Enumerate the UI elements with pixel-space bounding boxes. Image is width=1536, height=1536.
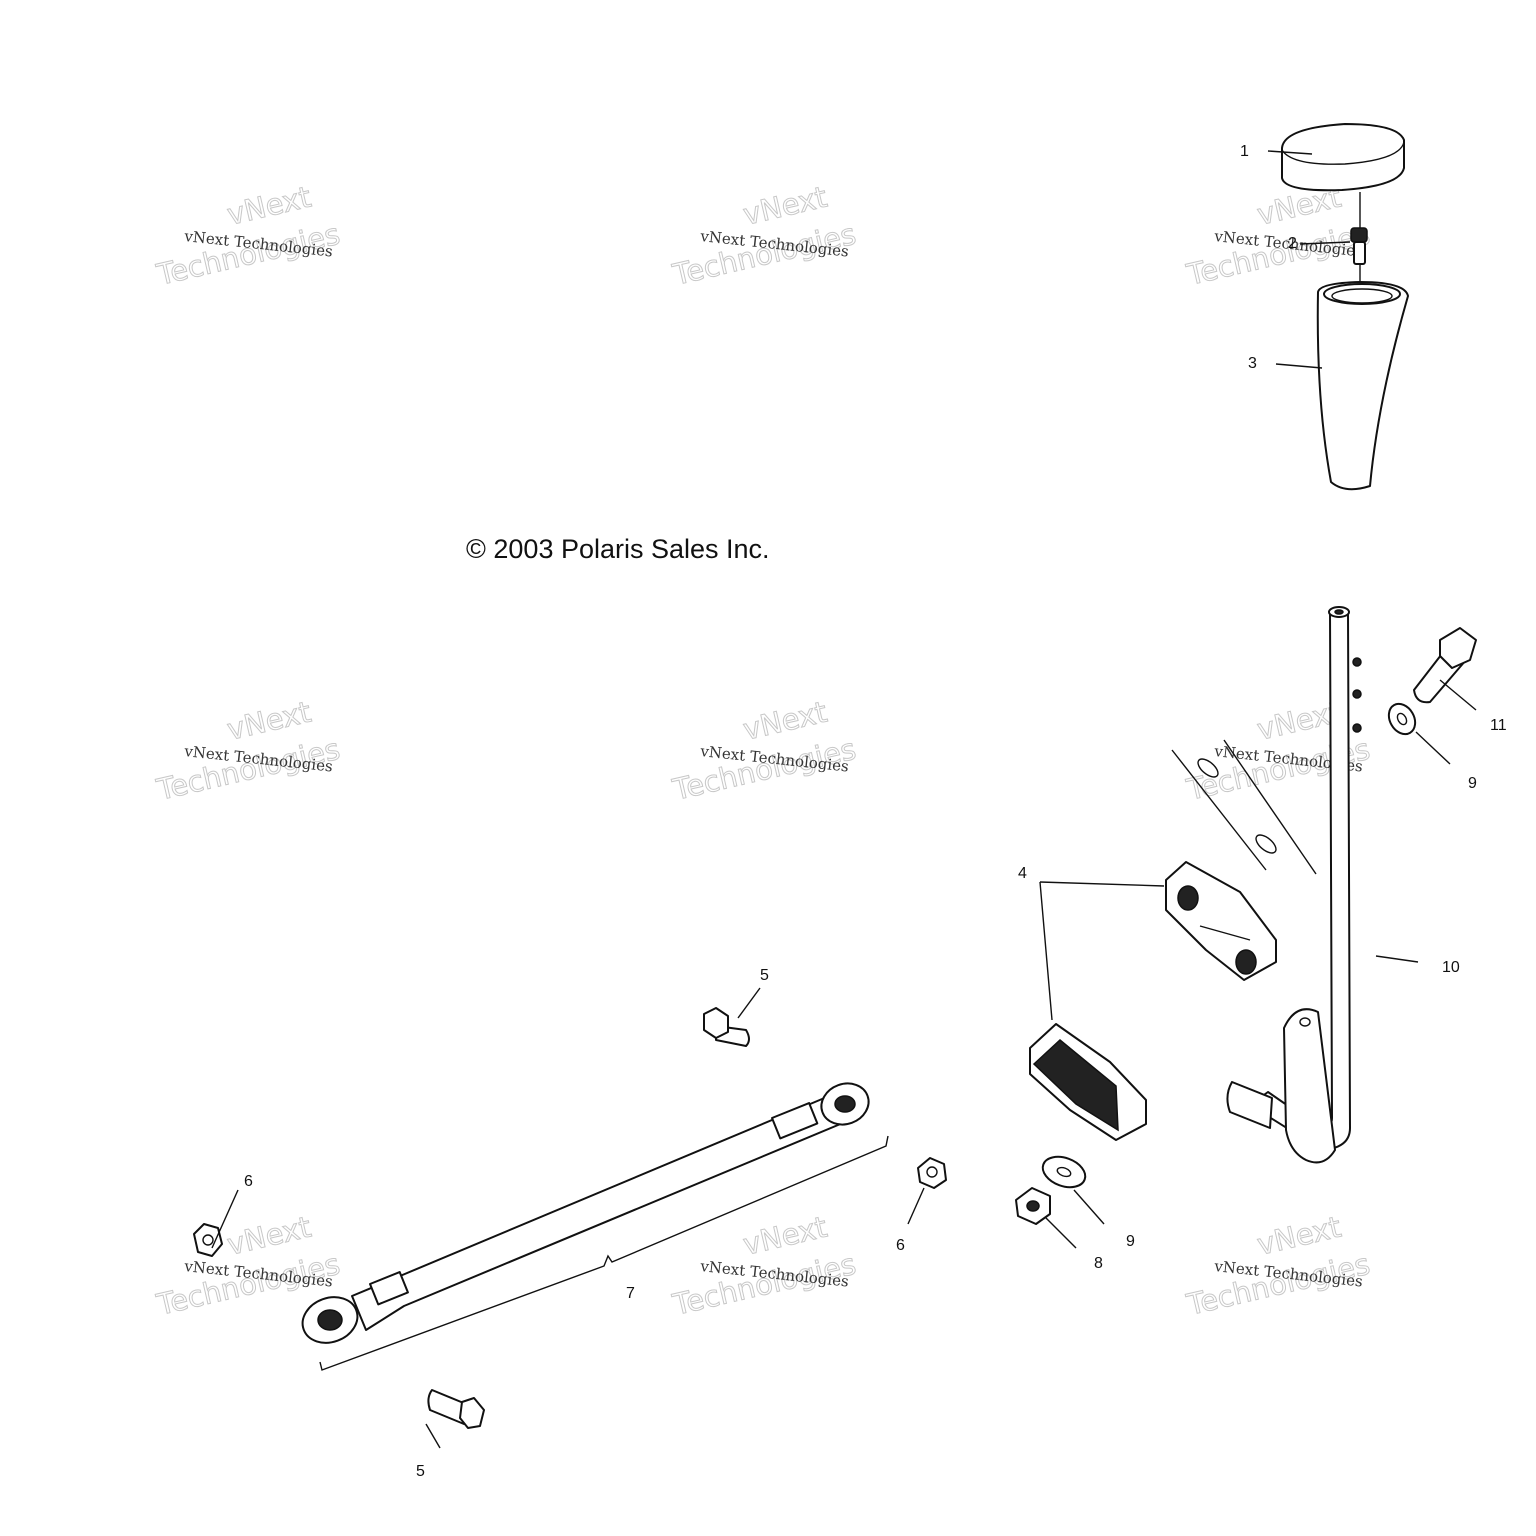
callout-3: 3 (1248, 355, 1257, 372)
callout-1: 1 (1240, 143, 1249, 160)
part-washer-lower (1041, 1155, 1087, 1189)
part-washer-upper (1387, 702, 1417, 736)
callout-9-lower: 9 (1126, 1233, 1135, 1250)
watermark: vNext Technologies vNext Technologies (152, 179, 343, 292)
part-mount-plate (1171, 739, 1317, 875)
callout-4: 4 (1018, 865, 1027, 882)
callout-8: 8 (1094, 1255, 1103, 1272)
watermark: vNext Technologies vNext Technologies (668, 179, 859, 292)
part-clamp-upper (1165, 861, 1277, 981)
watermark: vNext Technologies vNext Technologies (1182, 1209, 1373, 1322)
callout-5-lower: 5 (416, 1463, 425, 1480)
part-bolt-5-upper (703, 1007, 750, 1047)
callout-2: 2 (1288, 235, 1297, 252)
part-tie-rod (301, 1082, 889, 1371)
part-nut-middle (917, 1157, 947, 1189)
part-nut-8 (1015, 1187, 1051, 1225)
callout-5-upper: 5 (760, 967, 769, 984)
callout-6-left: 6 (244, 1173, 253, 1190)
part-nut-left (193, 1223, 223, 1257)
watermark: vNext Technologies vNext Technologies (668, 694, 859, 807)
callout-11: 11 (1490, 717, 1507, 734)
watermark: vNext Technologies vNext Technologies (1182, 179, 1373, 292)
part-bolt-11 (1413, 627, 1477, 704)
part-bolt-5-lower (427, 1389, 485, 1429)
part-shift-lever (1226, 606, 1362, 1164)
callout-10: 10 (1442, 959, 1460, 976)
leader-lines (211, 150, 1477, 1449)
part-knob-cap (1281, 123, 1405, 192)
part-shift-grip (1316, 281, 1409, 491)
copyright-text: © 2003 Polaris Sales Inc. (466, 534, 770, 564)
callout-6-middle: 6 (896, 1237, 905, 1254)
watermark: vNext Technologies vNext Technologies (152, 694, 343, 807)
callout-9-upper: 9 (1468, 775, 1477, 792)
callout-labels: 1 2 3 4 5 5 6 6 7 8 9 9 10 11 (244, 143, 1507, 1480)
part-clamp-lower (1029, 1023, 1147, 1141)
callout-7: 7 (626, 1285, 635, 1302)
